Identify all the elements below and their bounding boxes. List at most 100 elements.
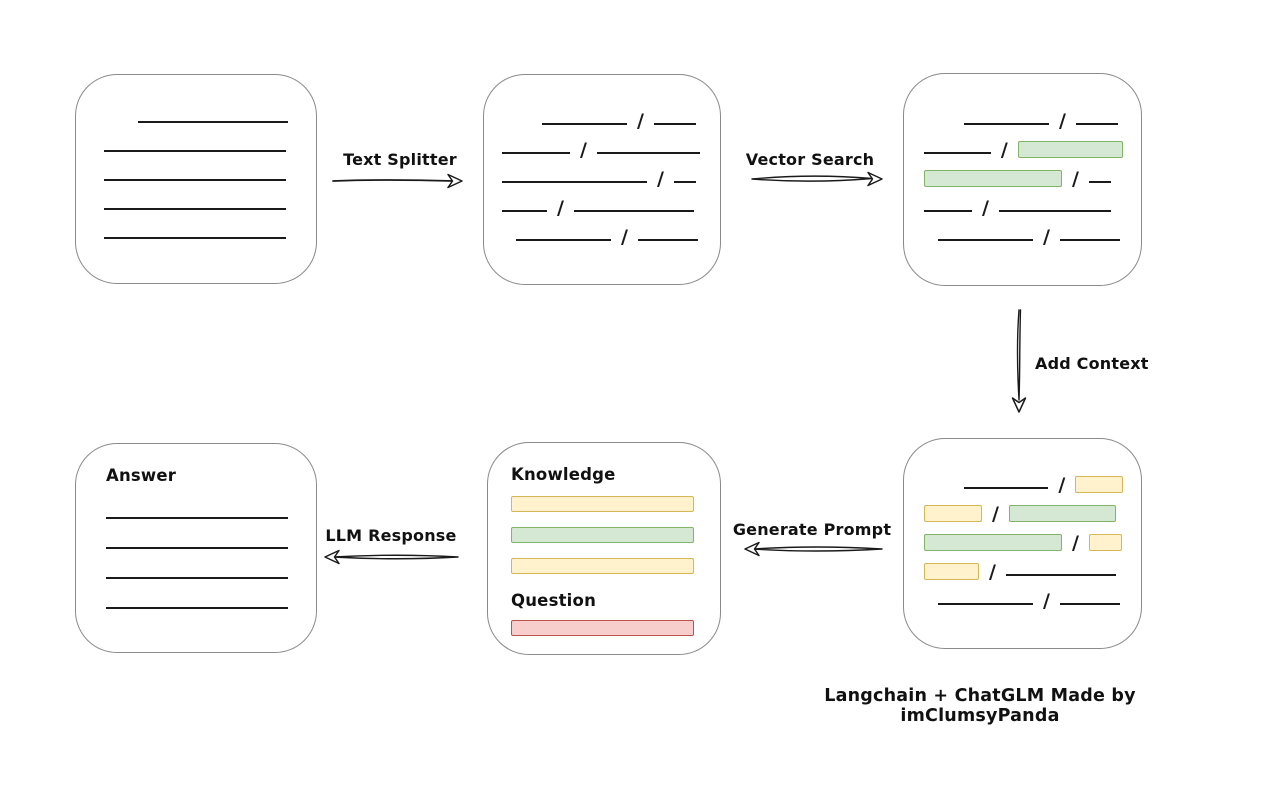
text-line [106, 517, 288, 519]
yellow-highlight-chunk [1075, 476, 1124, 493]
text-line-segment [1059, 603, 1120, 605]
text-line-segment [542, 123, 627, 125]
chunk-row: / [924, 493, 1123, 525]
answer-label: Answer [106, 466, 177, 485]
question-label: Question [511, 591, 597, 610]
text-line [104, 237, 286, 239]
arrowhead-right-icon [447, 173, 463, 189]
chunk-row: / [924, 551, 1123, 583]
chunk-row: / [502, 187, 702, 218]
text-splitter-arrow: Text Splitter [332, 150, 463, 189]
text-line-segment [964, 123, 1049, 125]
text-line-segment [1075, 123, 1118, 125]
generate-prompt-label: Generate Prompt [733, 520, 892, 539]
text-line-segment [1005, 574, 1116, 576]
add-context-arrow: Add Context [1011, 309, 1149, 413]
matched-chunks-box: / / / / / [903, 73, 1142, 286]
slash-separator: / [1000, 139, 1008, 161]
text-line [106, 607, 288, 609]
knowledge-bar-green [511, 527, 694, 543]
knowledge-bar-yellow [511, 496, 694, 512]
arrow-shaft [752, 546, 883, 552]
slash-separator: / [992, 503, 999, 525]
yellow-highlight-chunk [924, 505, 982, 522]
arrowhead-left-icon [744, 541, 760, 557]
green-highlight-chunk [1017, 141, 1123, 158]
arrowhead-down-icon [1011, 397, 1027, 413]
document-lines [104, 121, 316, 239]
chunk-row: / [502, 100, 702, 132]
slash-separator: / [1059, 110, 1066, 132]
chunk-row: / [924, 522, 1123, 554]
answer-box: Answer [75, 443, 317, 653]
context-chunk-rows: / / / / / [904, 439, 1141, 612]
green-highlight-chunk [924, 534, 1062, 551]
text-line [106, 577, 288, 579]
arrow-shaft [332, 554, 459, 560]
text-line-segment [502, 210, 547, 212]
text-line [104, 150, 286, 152]
llm-response-arrow: LLM Response [324, 526, 459, 565]
slash-separator: / [982, 197, 989, 219]
arrow-shaft [332, 179, 455, 182]
arrowhead-right-icon [867, 171, 883, 187]
slash-separator: / [1072, 532, 1079, 554]
text-line-segment [998, 210, 1111, 212]
vector-search-arrow: Vector Search [746, 150, 883, 187]
text-line [106, 547, 288, 549]
text-line-segment [1088, 181, 1111, 183]
slash-separator: / [1043, 590, 1050, 612]
chunk-row: / [924, 158, 1123, 190]
text-line-segment [924, 152, 991, 154]
text-line [138, 121, 288, 123]
text-line-segment [502, 152, 570, 154]
diagram-caption: Langchain + ChatGLM Made by imClumsyPand… [824, 686, 1136, 726]
slash-separator: / [580, 139, 587, 161]
llm-response-label: LLM Response [325, 526, 456, 545]
chunk-row: / [924, 216, 1123, 248]
question-bar-red [511, 620, 694, 636]
slash-separator: / [1058, 474, 1066, 496]
text-splitter-label: Text Splitter [343, 150, 457, 169]
prompt-box: Knowledge Question [487, 442, 721, 655]
green-highlight-chunk [1008, 505, 1116, 522]
green-highlight-chunk [924, 170, 1062, 187]
knowledge-label: Knowledge [511, 465, 616, 484]
chunk-row: / [924, 100, 1123, 132]
document-box [75, 74, 317, 284]
matched-chunk-rows: / / / / / [904, 74, 1141, 248]
split-chunk-rows: ///// [484, 75, 720, 248]
slash-separator: / [657, 168, 664, 190]
slash-separator: / [621, 226, 628, 248]
chunk-row: / [502, 216, 702, 248]
slash-separator: / [637, 110, 644, 132]
chunk-row: / [924, 580, 1123, 612]
knowledge-bar-yellow [511, 558, 694, 574]
text-line-segment [573, 210, 694, 212]
question-bars [511, 620, 720, 636]
chunk-row: / [924, 129, 1123, 161]
slash-separator: / [989, 561, 996, 583]
split-chunks-box: ///// [483, 74, 721, 285]
slash-separator: / [1043, 226, 1050, 248]
text-line-segment [596, 152, 700, 154]
text-line-segment [516, 239, 611, 241]
knowledge-bars [511, 496, 720, 574]
text-line-segment [963, 487, 1049, 489]
text-line [104, 179, 286, 181]
answer-lines [106, 517, 316, 609]
context-chunks-box: / / / / / [903, 438, 1142, 649]
text-line-segment [938, 603, 1033, 605]
arrow-shaft [1016, 309, 1022, 401]
vector-search-label: Vector Search [746, 150, 874, 169]
text-line [104, 208, 286, 210]
text-line-segment [673, 181, 696, 183]
text-line-segment [502, 181, 647, 183]
add-context-label: Add Context [1035, 354, 1149, 373]
arrow-shaft [751, 175, 873, 182]
text-line-segment [1059, 239, 1120, 241]
chunk-row: / [924, 464, 1124, 496]
yellow-highlight-chunk [1088, 534, 1122, 551]
slash-separator: / [1072, 168, 1079, 190]
chunk-row: / [924, 187, 1123, 219]
